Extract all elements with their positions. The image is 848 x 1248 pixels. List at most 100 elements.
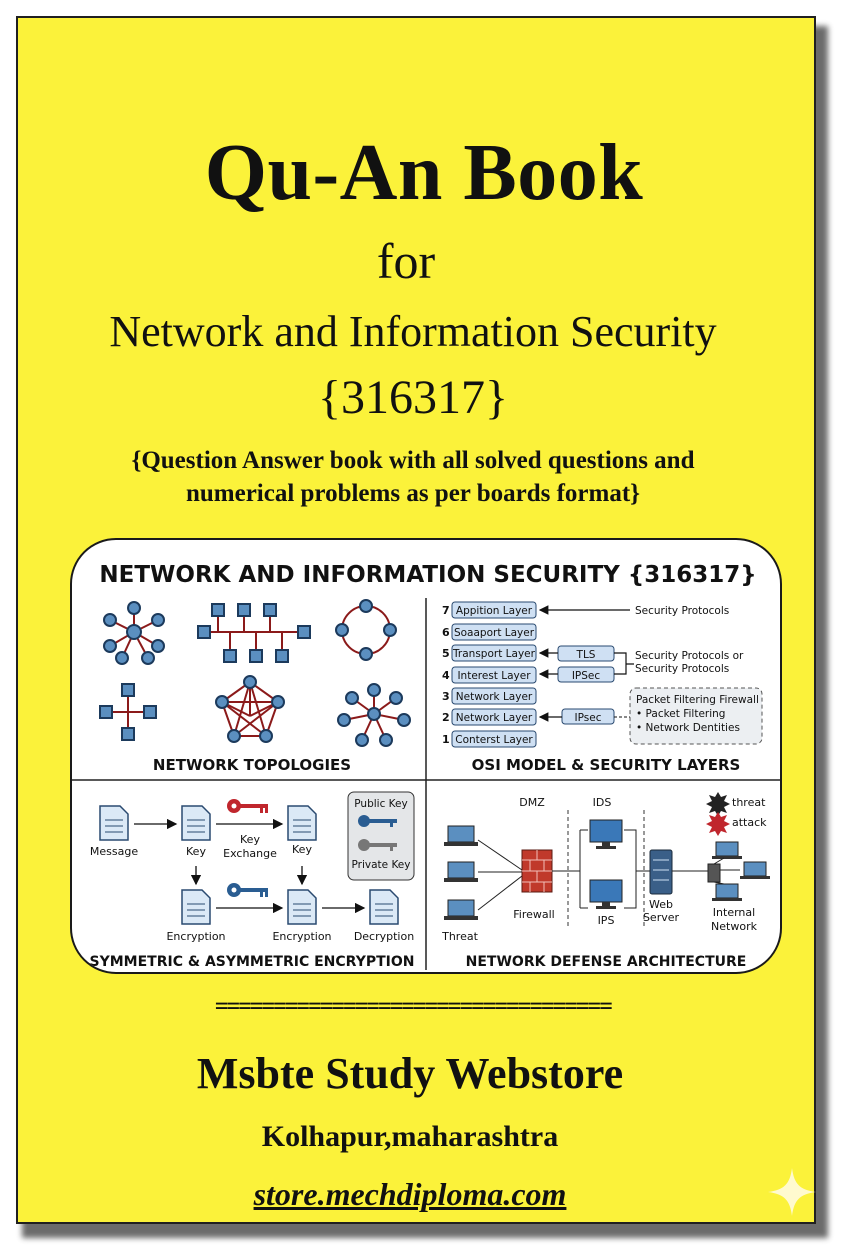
key-icon (358, 839, 397, 851)
tls-label: TLS (576, 649, 596, 661)
key1-label: Key (186, 845, 206, 858)
dmz-label: DMZ (519, 796, 545, 809)
threat-label: Threat (441, 930, 478, 943)
publisher-location: Kolhapur,maharashtra (261, 1120, 559, 1153)
firewall-box-title: Packet Filtering Firewall (636, 694, 759, 706)
osi-caption: OSI MODEL & SECURITY LAYERS (472, 756, 741, 774)
private-key-label: Private Key (352, 859, 411, 871)
firewall-box-item2: • Network Dentities (636, 722, 740, 734)
server-icon (649, 849, 673, 895)
web-server-line2: Server (643, 911, 680, 924)
network-topologies-section (99, 599, 411, 747)
key-exchange-line1: Key (240, 833, 260, 846)
illustration-panel: NETWORK AND INFORMATION SECURITY {316317… (70, 538, 782, 974)
osi-layer-5: 5 Transport Layer (442, 644, 537, 662)
tree-topology-icon (337, 683, 411, 747)
book-title: Qu-An Book (204, 129, 644, 217)
document-icon (369, 889, 399, 925)
monitor-icon (589, 819, 623, 849)
document-icon (287, 889, 317, 925)
osi-layer-7: 7 Appition Layer (442, 601, 537, 619)
osi-layer-name: Conterst Layer (455, 734, 533, 746)
divider-line: ================================== (215, 994, 613, 1019)
attack-legend-label: attack (732, 816, 767, 829)
switch-icon (707, 863, 721, 883)
publisher-website-link[interactable]: store.mechdiploma.com (253, 1176, 567, 1212)
key-pair-box (347, 791, 415, 881)
document-icon (181, 889, 211, 925)
label-security-or-line2: Security Protocols (635, 663, 729, 675)
osi-layer-num: 7 (442, 604, 450, 617)
encryption1-label: Encryption (166, 930, 225, 943)
book-description: {Question Answer book with all solved qu… (0, 444, 826, 510)
monitor-icon (589, 879, 623, 909)
illustration-svg: NETWORK AND INFORMATION SECURITY {316317… (72, 562, 780, 970)
osi-layer-1: 1 Conterst Layer (442, 730, 537, 748)
firewall-label: Firewall (513, 908, 554, 921)
osi-model-section: 7 Appition Layer 6 Soaaport Layer 5 Tran… (442, 601, 763, 748)
label-security-protocols: Security Protocols (635, 605, 729, 617)
key-icon (227, 799, 268, 813)
ids-label: IDS (593, 796, 612, 809)
burst-icon (706, 792, 730, 816)
subject-title: Network and Information Security (109, 307, 717, 356)
decryption-label: Decryption (354, 930, 414, 943)
bus-topology-icon (197, 603, 311, 663)
publisher-name: Msbte Study Webstore (196, 1049, 624, 1098)
document-icon (99, 805, 129, 841)
key-icon (358, 815, 397, 827)
osi-layer-4: 4 Interest Layer (442, 666, 537, 684)
cross-topology-icon (99, 683, 157, 741)
osi-layer-name: Interest Layer (457, 670, 531, 682)
osi-layer-num: 6 (442, 626, 450, 639)
ring-topology-icon (335, 599, 397, 661)
public-key-label: Public Key (354, 798, 407, 810)
osi-layer-2: 2 Network Layer (442, 708, 537, 726)
key2-label: Key (292, 843, 312, 856)
ips-label: IPS (598, 914, 615, 927)
encryption2-label: Encryption (272, 930, 331, 943)
osi-layer-name: Network Layer (456, 691, 533, 703)
subject-code: {316317} (317, 371, 509, 424)
firewall-icon (521, 849, 553, 893)
star-topology-icon (103, 601, 165, 665)
osi-layer-name: Appition Layer (456, 605, 533, 617)
osi-layer-num: 2 (442, 711, 450, 724)
description-line-1: {Question Answer book with all solved qu… (131, 447, 695, 474)
osi-layer-name: Network Layer (456, 712, 533, 724)
key-icon (227, 883, 268, 897)
internal-network-line2: Network (711, 920, 758, 933)
document-icon (287, 805, 317, 841)
osi-layer-num: 3 (442, 690, 450, 703)
osi-layer-3: 3 Network Layer (442, 687, 537, 705)
threat-legend-label: threat (732, 796, 766, 809)
document-icon (181, 805, 211, 841)
key-exchange-line2: Exchange (223, 847, 277, 860)
web-server-line1: Web (649, 898, 673, 911)
ipsec2-label: IPsec (575, 712, 602, 724)
osi-layer-name: Transport Layer (452, 648, 536, 660)
encryption-section: Public Key Private Key Message Key Key E… (90, 791, 415, 943)
osi-layer-num: 5 (442, 647, 450, 660)
description-line-2: numerical problems as per boards format} (185, 480, 641, 507)
label-security-or-line1: Security Protocols or (635, 650, 744, 662)
defense-section: DMZ IDS threat attack (441, 792, 770, 943)
osi-layer-6: 6 Soaaport Layer (442, 623, 537, 641)
encryption-caption: SYMMETRIC & ASYMMETRIC ENCRYPTION (90, 954, 415, 970)
laptop-icon (740, 861, 770, 879)
topologies-caption: NETWORK TOPOLOGIES (153, 756, 351, 774)
defense-caption: NETWORK DEFENSE ARCHITECTURE (466, 954, 747, 970)
laptop-icon (444, 861, 478, 882)
laptop-icon (712, 883, 742, 901)
star-sparkle-icon (768, 1168, 816, 1216)
osi-layer-name: Soaaport Layer (454, 627, 535, 639)
laptop-icon (444, 899, 478, 920)
laptop-icon (712, 841, 742, 859)
internal-network-line1: Internal (713, 906, 755, 919)
osi-layer-num: 4 (442, 669, 450, 682)
firewall-box-item1: • Packet Filtering (636, 708, 725, 720)
burst-icon (706, 812, 730, 836)
mesh-topology-icon (215, 675, 285, 743)
packet-filtering-box (629, 687, 763, 745)
title-for: for (376, 233, 436, 289)
